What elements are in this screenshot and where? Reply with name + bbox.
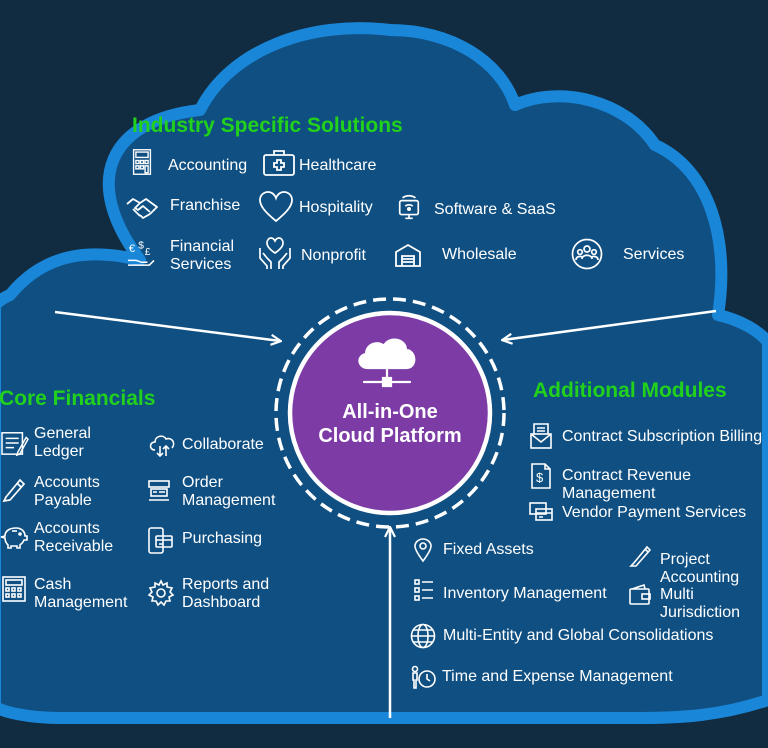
core-item-purchasing: Purchasing — [182, 530, 263, 547]
dollar-doc-icon: $ — [531, 463, 551, 489]
module-item-contract-subscription-billing: Contract Subscription Billing — [562, 428, 763, 445]
people-circle-icon — [571, 238, 603, 270]
industry-item-financial-services: Financial Services — [170, 238, 235, 273]
industry-item-nonprofit: Nonprofit — [301, 247, 366, 264]
module-item-vendor-payment-services: Vendor Payment Services — [562, 504, 747, 521]
hub-circle — [287, 310, 493, 516]
module-item-contract-revenue-management: Contract Revenue Management — [562, 467, 691, 502]
industry-item-software-saas: Software & SaaS — [434, 201, 556, 218]
core-heading: Core Financials — [0, 387, 156, 410]
industry-item-healthcare: Healthcare — [299, 157, 377, 174]
pen-icon — [2, 476, 28, 503]
heart-icon — [259, 191, 293, 223]
card-phone-icon — [147, 527, 173, 555]
wifi-monitor-icon — [396, 194, 422, 222]
piggy-bank-icon — [0, 525, 28, 549]
calculator-icon — [129, 149, 155, 175]
cloud-sync-icon — [147, 432, 177, 458]
core-item-accounts-receivable: Accounts Receivable — [34, 520, 114, 555]
currency-hand-icon: €$£ — [126, 240, 156, 266]
module-item-fixed-assets: Fixed Assets — [443, 541, 534, 558]
connector-right — [503, 309, 717, 340]
industry-heading: Industry Specific Solutions — [132, 114, 403, 137]
medical-kit-icon — [263, 150, 295, 176]
wallet-icon — [629, 583, 651, 606]
warehouse-icon — [395, 242, 421, 268]
module-item-multi-jurisdiction: Multi Jurisdiction — [660, 586, 741, 621]
handshake-icon — [126, 195, 158, 221]
modules-heading: Additional Modules — [533, 379, 727, 402]
core-item-order-management: Order Management — [182, 474, 276, 509]
hub-dashed-ring — [274, 297, 506, 529]
svg-text:$: $ — [536, 470, 544, 485]
hub-title: All-in-One Cloud Platform — [318, 401, 462, 447]
payment-cards-icon — [529, 502, 553, 522]
gear-icon — [147, 579, 175, 607]
module-item-multi-entity-consolidations: Multi-Entity and Global Consolidations — [443, 627, 714, 644]
checklist-icon — [414, 579, 434, 601]
envelope-doc-icon — [530, 423, 552, 449]
module-item-time-expense-management: Time and Expense Management — [442, 668, 673, 685]
cloud-network-icon — [352, 330, 422, 390]
industry-item-services: Services — [623, 246, 685, 263]
register-icon — [148, 478, 170, 504]
core-item-reports-dashboard: Reports and Dashboard — [182, 576, 270, 611]
module-item-inventory-management: Inventory Management — [443, 585, 607, 602]
industry-item-franchise: Franchise — [170, 197, 241, 214]
ledger-icon — [0, 430, 30, 457]
industry-item-wholesale: Wholesale — [442, 246, 517, 263]
person-clock-icon — [410, 665, 436, 689]
location-pin-icon — [414, 538, 432, 563]
industry-item-accounting: Accounting — [168, 157, 248, 174]
globe-icon — [410, 623, 436, 649]
heart-hands-icon — [258, 236, 292, 270]
industry-item-hospitality: Hospitality — [299, 199, 373, 216]
core-item-cash-management: Cash Management — [34, 576, 128, 611]
cash-register-icon — [2, 576, 26, 602]
svg-text:€: € — [129, 243, 136, 255]
core-item-collaborate: Collaborate — [182, 436, 264, 453]
module-item-project-accounting: Project Accounting — [660, 551, 740, 586]
svg-text:£: £ — [145, 247, 151, 258]
connector-left — [54, 310, 280, 341]
svg-text:$: $ — [138, 240, 144, 251]
pencil-icon — [629, 545, 652, 567]
core-item-accounts-payable: Accounts Payable — [34, 474, 100, 509]
core-item-general-ledger: General Ledger — [34, 425, 91, 460]
